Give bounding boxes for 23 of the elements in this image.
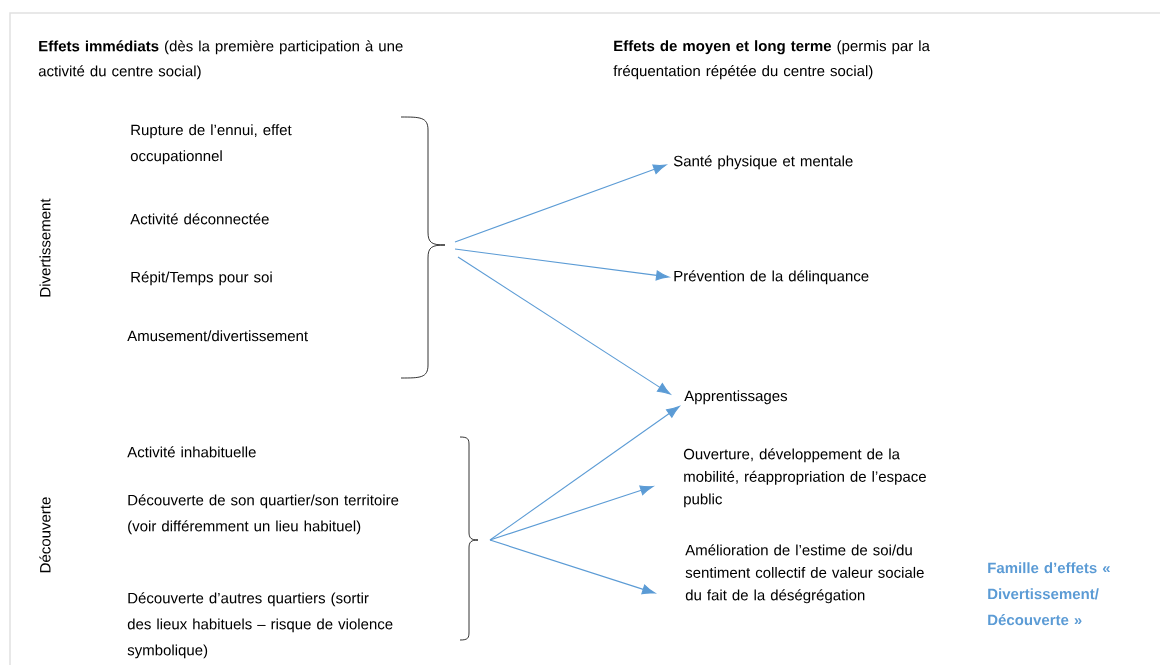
effect-text: Prévention de la délinquance <box>674 270 869 285</box>
arrow <box>489 539 656 595</box>
column-heading: Effets immédiats (dès la première participation à une activité du centre social) <box>38 40 403 80</box>
arrow <box>454 248 670 281</box>
arrow <box>489 405 680 541</box>
group-label: Divertissement <box>39 198 51 297</box>
arrow <box>454 164 667 243</box>
arrow <box>489 485 654 541</box>
effect-text: Ouverture, développement de la mobilité, réappropriation de l’espace public <box>683 448 926 508</box>
effect-item: Répit/Temps pour soi <box>131 271 272 286</box>
effect-item: Activité déconnectée <box>130 213 269 225</box>
family-label: Famille d’effets « Divertissement/ Découverte » <box>988 562 1110 626</box>
effect-item: Rupture de l’ennui, effet occupationnel <box>130 124 292 165</box>
effect-item: Activité inhabituelle <box>127 446 256 458</box>
group-label: Découverte <box>39 497 51 573</box>
effect-text: Amélioration de l’estime de soi/du sentiment collectif de valeur sociale du fait de la déségrégation <box>685 544 924 604</box>
effect-text: Santé physique et mentale <box>673 155 853 170</box>
effect-item: Amusement/divertissement <box>127 330 308 342</box>
effect-text: Apprentissages <box>684 390 788 405</box>
column-heading: Effets de moyen et long terme (permis par la fréquentation répétée du centre social) <box>613 40 930 80</box>
arrow <box>457 256 671 395</box>
effect-item: Découverte d’autres quartiers (sortir des lieux habituels – risque de violence symbolique) <box>127 592 393 659</box>
effect-item: Découverte de son quartier/son territoire (voir différemment un lieu habituel) <box>128 494 399 535</box>
